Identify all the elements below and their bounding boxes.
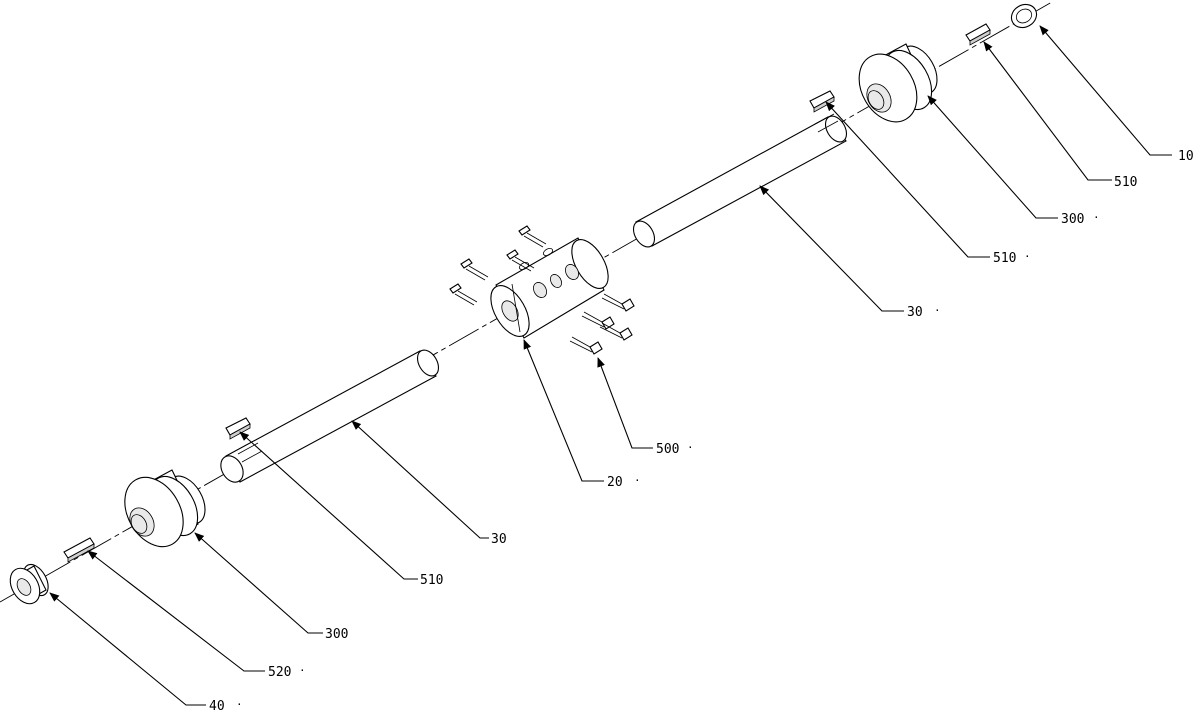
leader-lines (49, 25, 1172, 706)
screw-part (581, 311, 615, 330)
key-part (63, 537, 95, 563)
callout-300: 300 (1061, 212, 1084, 227)
callout-dot: · (687, 441, 694, 454)
screw-part (599, 322, 633, 341)
shaft-part (632, 113, 848, 248)
callout-dot: · (934, 304, 941, 317)
callout-300: 300 (325, 627, 348, 642)
callout-510: 510 (993, 251, 1016, 266)
shaft-part (220, 349, 440, 483)
screw-part (518, 225, 547, 248)
callout-20: 20 (607, 475, 623, 490)
key-part (965, 23, 991, 46)
callout-10: 10 (1178, 149, 1194, 164)
pulley-part (124, 469, 206, 548)
callout-dot: · (236, 698, 243, 711)
callout-dot: · (1093, 211, 1100, 224)
callout-520: 520 (268, 665, 291, 680)
key-part (809, 90, 835, 113)
callout-30: 30 (907, 305, 923, 320)
screw-part (449, 283, 478, 306)
callout-40: 40 (209, 699, 225, 714)
screw-part (506, 249, 535, 272)
callout-dot: · (299, 664, 306, 677)
end-ring-part (1010, 3, 1038, 29)
pulley-part (858, 43, 938, 123)
callout-500: 500 (656, 442, 679, 457)
callout-30: 30 (491, 532, 507, 547)
screw-part (601, 293, 635, 312)
bushing-part (9, 563, 49, 605)
screw-part (569, 336, 603, 355)
callout-510: 510 (1114, 175, 1137, 190)
callout-510: 510 (420, 573, 443, 588)
key-part (225, 417, 251, 440)
callout-dot: · (1024, 250, 1031, 263)
callout-labels: 10 510 300 · 510 · 30 · 500 · 20 · 30 51… (209, 149, 1194, 714)
coupling-part (490, 237, 609, 339)
screw-part (460, 258, 489, 281)
callout-dot: · (634, 474, 641, 487)
